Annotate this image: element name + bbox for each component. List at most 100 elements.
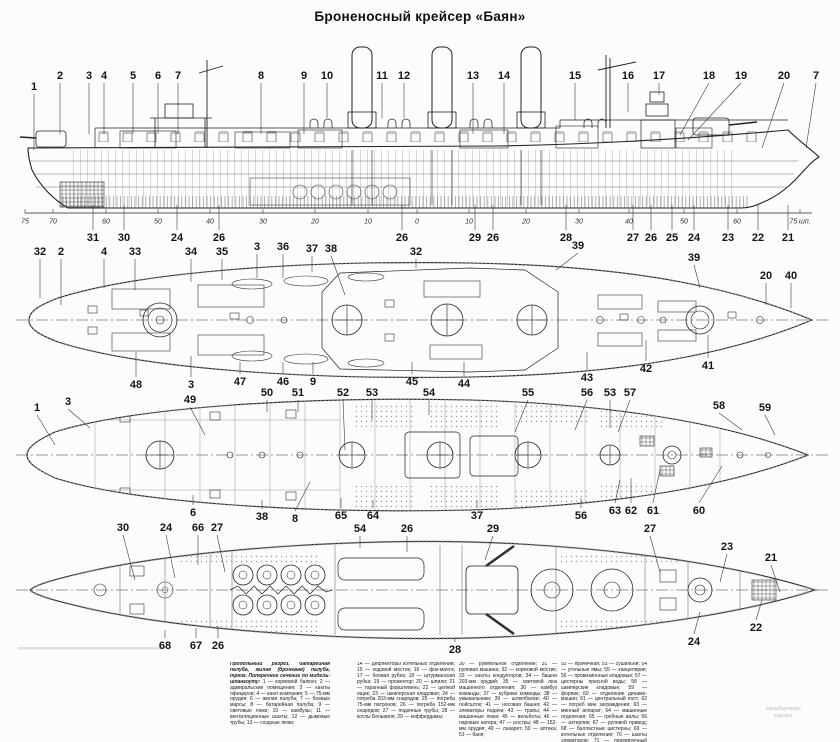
callout-number: 21 bbox=[764, 552, 778, 564]
callout-number: 7 bbox=[812, 70, 820, 82]
frame-scale-label: 0 bbox=[415, 218, 419, 226]
leader-line bbox=[652, 469, 661, 504]
leader-line bbox=[574, 399, 588, 431]
callout-number: 2 bbox=[56, 70, 64, 82]
callout-number: 3 bbox=[85, 70, 93, 82]
callout-number: 29 bbox=[468, 232, 482, 244]
callout-number: 26 bbox=[400, 523, 414, 535]
callout-number: 54 bbox=[353, 523, 367, 535]
callout-number: 3 bbox=[187, 379, 195, 391]
callout-number: 20 bbox=[759, 270, 773, 282]
callout-number: 24 bbox=[159, 522, 173, 534]
legend-text: 1 — кормовой балкон; 2 — адмиральские по… bbox=[230, 678, 331, 727]
callout-number: 44 bbox=[457, 378, 471, 390]
callout-number: 61 bbox=[646, 505, 660, 517]
callout-number: 4 bbox=[100, 246, 108, 258]
callout-number: 52 bbox=[336, 387, 350, 399]
callout-number: 29 bbox=[486, 523, 500, 535]
scan-artifact bbox=[18, 647, 163, 650]
frame-scale-label: 60 bbox=[102, 218, 110, 226]
side-elevation-view bbox=[19, 46, 820, 214]
callout-number: 28 bbox=[448, 644, 462, 656]
leader-line bbox=[617, 399, 631, 433]
leader-line bbox=[614, 479, 621, 504]
frame-scale-label: 40 bbox=[206, 218, 214, 226]
legend-column-1: Продольный разрез, батарейная палуба, жи… bbox=[230, 662, 330, 742]
leader-line bbox=[718, 412, 743, 431]
callout-number: 5 bbox=[129, 70, 137, 82]
callout-number: 54 bbox=[422, 387, 436, 399]
callout-number: 57 bbox=[623, 387, 637, 399]
callout-number: 53 bbox=[365, 387, 379, 399]
leader-line bbox=[764, 414, 776, 436]
callout-number: 27 bbox=[626, 232, 640, 244]
callout-number: 42 bbox=[639, 363, 653, 375]
callout-number: 33 bbox=[128, 246, 142, 258]
callout-number: 21 bbox=[781, 232, 795, 244]
callout-number: 6 bbox=[154, 70, 162, 82]
callout-number: 22 bbox=[751, 232, 765, 244]
callout-number: 47 bbox=[233, 376, 247, 388]
callout-number: 3 bbox=[64, 396, 72, 408]
battery-deck-plan-view bbox=[16, 398, 828, 512]
callout-number: 32 bbox=[33, 246, 47, 258]
callout-number: 30 bbox=[117, 232, 131, 244]
callout-number: 10 bbox=[320, 70, 334, 82]
callout-number: 60 bbox=[692, 505, 706, 517]
callout-number: 28 bbox=[559, 232, 573, 244]
leader-line bbox=[514, 399, 529, 433]
legend-heading: Продольный разрез, батарейная палуба, жи… bbox=[230, 662, 330, 685]
callout-number: 9 bbox=[309, 376, 317, 388]
callout-number: 56 bbox=[580, 387, 594, 399]
leader-line bbox=[122, 534, 136, 581]
leader-line bbox=[687, 82, 742, 141]
callout-number: 19 bbox=[734, 70, 748, 82]
legend-block: Продольный разрез, батарейная палуба, жи… bbox=[230, 662, 647, 742]
frame-scale-label: 75 шп. bbox=[789, 218, 811, 226]
callout-number: 1 bbox=[30, 81, 38, 93]
callout-number: 1 bbox=[33, 402, 41, 414]
callout-number: 18 bbox=[702, 70, 716, 82]
callout-number: 32 bbox=[409, 246, 423, 258]
leader-line bbox=[693, 264, 701, 289]
frame-scale-label: 40 bbox=[625, 218, 633, 226]
callout-number: 50 bbox=[260, 387, 274, 399]
callout-number: 24 bbox=[687, 232, 701, 244]
callout-number: 65 bbox=[334, 510, 348, 522]
leader-lines bbox=[24, 82, 817, 642]
callout-number: 40 bbox=[784, 270, 798, 282]
frame-scale-label: 70 bbox=[49, 218, 57, 226]
callout-number: 22 bbox=[749, 622, 763, 634]
callout-number: 59 bbox=[758, 402, 772, 414]
callout-number: 43 bbox=[580, 372, 594, 384]
callout-number: 3 bbox=[253, 241, 261, 253]
leader-line bbox=[555, 252, 579, 271]
leader-line bbox=[189, 406, 206, 436]
leader-line bbox=[67, 408, 91, 429]
callout-number: 51 bbox=[291, 387, 305, 399]
frame-scale-label: 10 bbox=[465, 218, 473, 226]
callout-number: 64 bbox=[366, 510, 380, 522]
legend-column-4: 52 — прачечная; 53 — сушильни; 54 — угол… bbox=[561, 662, 647, 742]
callout-number: 23 bbox=[720, 541, 734, 553]
callout-number: 27 bbox=[210, 522, 224, 534]
callout-number: 11 bbox=[376, 70, 388, 82]
callout-number: 63 bbox=[608, 505, 622, 517]
leader-line bbox=[770, 564, 781, 593]
callout-number: 26 bbox=[486, 232, 500, 244]
callout-number: 8 bbox=[257, 70, 265, 82]
callout-number: 2 bbox=[57, 246, 65, 258]
leader-line bbox=[294, 481, 311, 512]
leader-line bbox=[755, 599, 763, 621]
frame-scale-label: 60 bbox=[733, 218, 741, 226]
leader-line bbox=[649, 535, 661, 573]
callout-number: 26 bbox=[395, 232, 409, 244]
frame-scale-label: 75 bbox=[21, 218, 29, 226]
callout-number: 37 bbox=[305, 243, 319, 255]
frame-scale-label: 50 bbox=[154, 218, 162, 226]
callout-number: 16 bbox=[621, 70, 635, 82]
callout-number: 17 bbox=[652, 70, 666, 82]
callout-number: 36 bbox=[276, 241, 290, 253]
